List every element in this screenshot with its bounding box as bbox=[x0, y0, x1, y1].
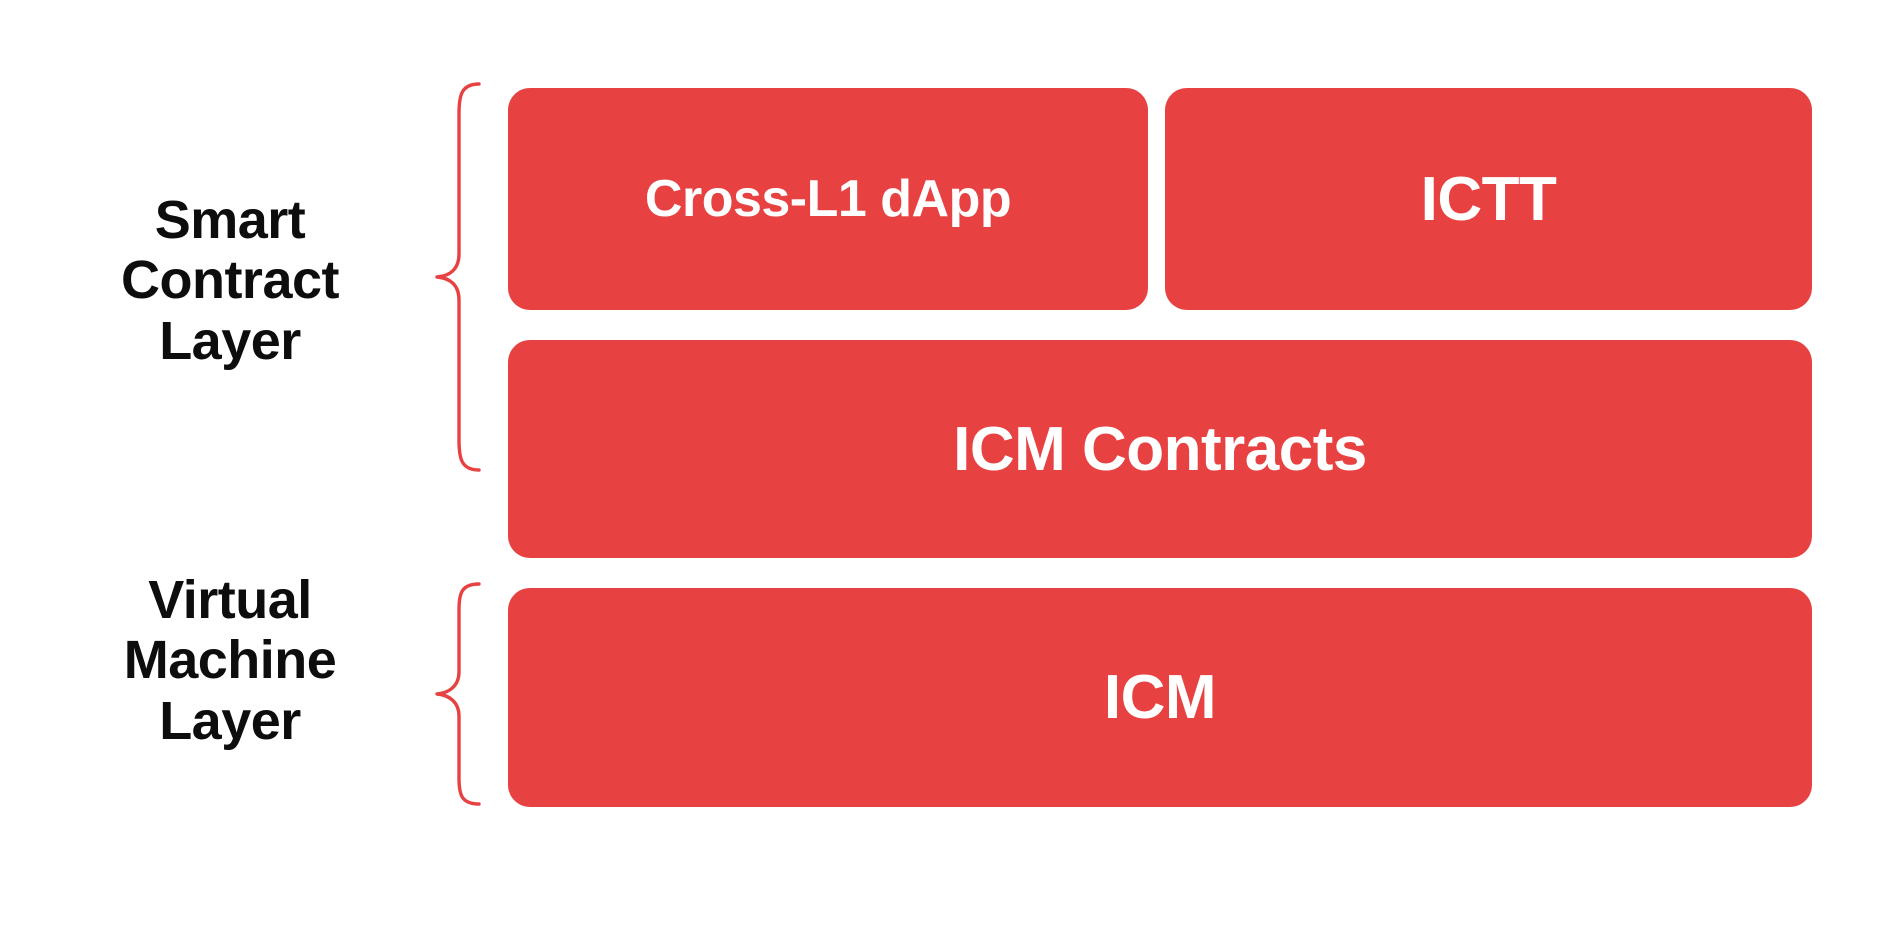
layer-label-smart-contract: Smart Contract Layer bbox=[120, 190, 340, 371]
box-icm[interactable]: ICM bbox=[508, 588, 1812, 807]
box-ictt[interactable]: ICTT bbox=[1165, 88, 1812, 310]
box-cross-l1-dapp[interactable]: Cross-L1 dApp bbox=[508, 88, 1148, 310]
box-ictt-label: ICTT bbox=[1420, 164, 1557, 234]
box-icm-contracts[interactable]: ICM Contracts bbox=[508, 340, 1812, 558]
box-cross-l1-dapp-label: Cross-L1 dApp bbox=[644, 170, 1012, 228]
box-icm-label: ICM bbox=[1103, 663, 1217, 732]
brace-virtual-machine-icon bbox=[435, 582, 481, 806]
brace-smart-contract-icon bbox=[435, 82, 481, 472]
brace-smart-contract-layer bbox=[435, 82, 481, 472]
box-icm-contracts-label: ICM Contracts bbox=[953, 414, 1367, 484]
brace-virtual-machine-layer bbox=[435, 582, 481, 806]
layer-label-virtual-machine: Virtual Machine Layer bbox=[123, 570, 337, 751]
